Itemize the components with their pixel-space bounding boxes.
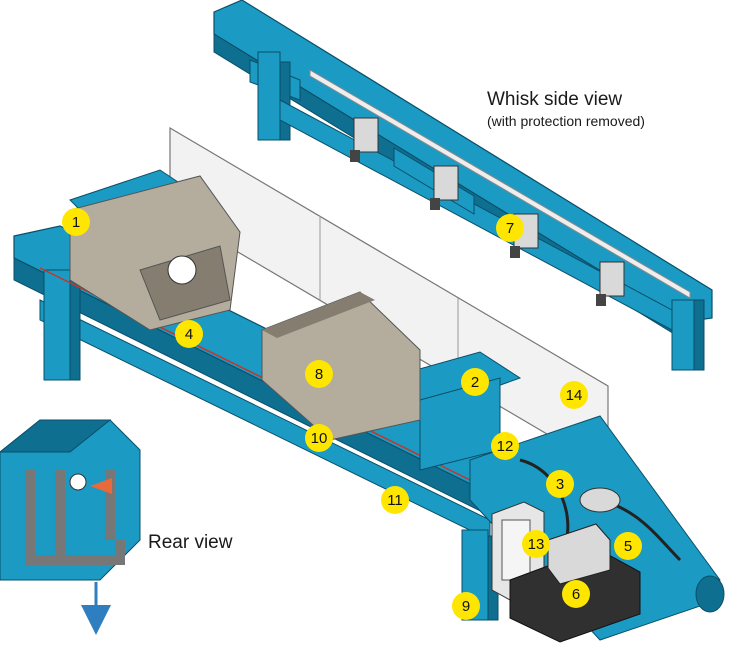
callout-12: 12 [491, 432, 519, 460]
callout-3: 3 [546, 470, 574, 498]
filter-plates-group [69, 175, 421, 441]
callout-8: 8 [305, 360, 333, 388]
callout-10: 10 [305, 424, 333, 452]
callout-6: 6 [562, 580, 590, 608]
callout-5: 5 [614, 532, 642, 560]
callout-13: 13 [522, 530, 550, 558]
callout-9: 9 [452, 592, 480, 620]
callout-7: 7 [496, 214, 524, 242]
callout-1: 1 [62, 208, 90, 236]
whisk-side-view-title: Whisk side view [487, 89, 623, 110]
rear-view-illustration [0, 419, 141, 635]
whisk-side-view-note: (with protection removed) [487, 113, 645, 129]
callout-2: 2 [461, 368, 489, 396]
callout-4: 4 [175, 320, 203, 348]
callout-11: 11 [381, 486, 409, 514]
rear-view-label: Rear view [148, 532, 233, 553]
callout-14: 14 [560, 381, 588, 409]
